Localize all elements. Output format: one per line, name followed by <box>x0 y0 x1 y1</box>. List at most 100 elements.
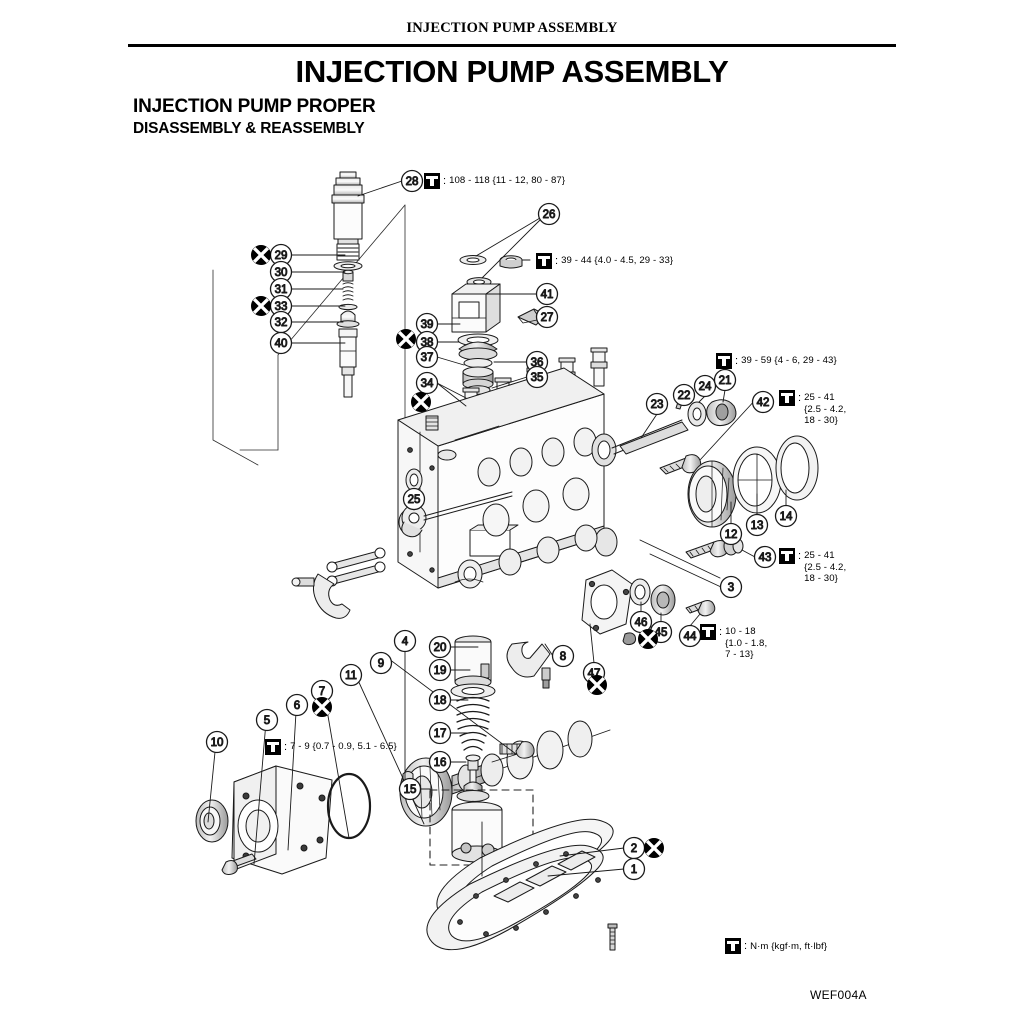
torque-colon: : <box>555 255 559 267</box>
torque-28-value: 108 - 118 {11 - 12, 80 - 87} <box>449 175 566 186</box>
callout-number: 10 <box>211 737 224 749</box>
replace-x <box>252 297 270 315</box>
callout-41[interactable]: 41 <box>535 282 559 306</box>
callout-2[interactable]: 2 <box>622 836 646 860</box>
callout-number: 18 <box>434 695 447 707</box>
callout-number: 27 <box>541 312 554 324</box>
callout-circle <box>400 169 424 193</box>
callout-40[interactable]: 40 <box>269 331 293 355</box>
callout-number: 25 <box>408 494 421 506</box>
callout-27[interactable]: 27 <box>535 305 559 329</box>
callout-37[interactable]: 37 <box>415 345 439 369</box>
replace-x <box>588 676 606 694</box>
replace-39-icon <box>396 329 416 349</box>
callout-16[interactable]: 16 <box>428 750 452 774</box>
callout-17[interactable]: 17 <box>428 721 452 745</box>
replace-7-icon <box>312 697 332 717</box>
torque-symbol-icon <box>700 624 716 640</box>
torque-symbol-icon <box>265 739 281 755</box>
callout-35[interactable]: 35 <box>525 365 549 389</box>
callout-12[interactable]: 12 <box>719 522 743 546</box>
callout-number: 37 <box>421 352 434 364</box>
callout-number: 15 <box>404 784 417 796</box>
callout-46[interactable]: 46 <box>629 610 653 634</box>
callout-33[interactable]: 33 <box>269 294 293 318</box>
callout-31[interactable]: 31 <box>269 277 293 301</box>
callout-19[interactable]: 19 <box>428 658 452 682</box>
callout-5[interactable]: 5 <box>255 708 279 732</box>
callout-9[interactable]: 9 <box>369 651 393 675</box>
callout-32[interactable]: 32 <box>269 310 293 334</box>
torque-colon: : <box>719 626 723 638</box>
callout-43[interactable]: 43 <box>753 545 777 569</box>
callout-1[interactable]: 1 <box>622 857 646 881</box>
callout-22[interactable]: 22 <box>672 383 696 407</box>
callout-number: 16 <box>434 757 447 769</box>
callout-circle <box>774 504 798 528</box>
legend-colon: : <box>744 940 748 952</box>
callout-number: 5 <box>264 715 270 727</box>
callout-number: 23 <box>651 399 664 411</box>
callout-number: 40 <box>275 338 288 350</box>
callout-39[interactable]: 39 <box>415 312 439 336</box>
callout-number: 1 <box>631 864 637 876</box>
torque-21-value: 39 - 59 {4 - 6, 29 - 43} <box>741 355 837 366</box>
callout-number: 39 <box>421 319 434 331</box>
callout-number: 28 <box>406 176 419 188</box>
torque-colon: : <box>798 392 802 404</box>
callout-circle <box>428 658 452 682</box>
callout-number: 24 <box>699 381 712 393</box>
callout-number: 36 <box>531 357 544 369</box>
replace-x <box>412 393 430 411</box>
callout-circle <box>369 651 393 675</box>
callout-number: 13 <box>751 520 764 532</box>
callout-number: 19 <box>434 665 447 677</box>
callout-42[interactable]: 42 <box>751 390 775 414</box>
torque-symbol-icon <box>536 253 552 269</box>
callout-circle <box>719 522 743 546</box>
torque-26-value: 39 - 44 {4.0 - 4.5, 29 - 33} <box>561 255 674 266</box>
callout-number: 22 <box>678 390 691 402</box>
torque-42-value: 25 - 41 {2.5 - 4.2, 18 - 30} <box>804 392 847 426</box>
callout-26[interactable]: 26 <box>537 202 561 226</box>
callout-circle <box>525 365 549 389</box>
callout-number: 30 <box>275 267 288 279</box>
callout-44[interactable]: 44 <box>678 624 702 648</box>
callout-circle <box>645 392 669 416</box>
callout-number: 43 <box>759 552 772 564</box>
callout-34[interactable]: 34 <box>415 371 439 395</box>
callout-4[interactable]: 4 <box>393 629 417 653</box>
callout-11[interactable]: 11 <box>339 663 363 687</box>
callout-8[interactable]: 8 <box>551 644 575 668</box>
callout-number: 14 <box>780 511 793 523</box>
callout-3[interactable]: 3 <box>719 575 743 599</box>
callout-14[interactable]: 14 <box>774 504 798 528</box>
callout-circle <box>537 202 561 226</box>
callout-10[interactable]: 10 <box>205 730 229 754</box>
callout-18[interactable]: 18 <box>428 688 452 712</box>
callout-number: 6 <box>294 700 300 712</box>
torque-42: :25 - 41 {2.5 - 4.2, 18 - 30} <box>779 390 846 427</box>
replace-x <box>313 698 331 716</box>
callout-30[interactable]: 30 <box>269 260 293 284</box>
callout-number: 32 <box>275 317 288 329</box>
callout-number: 20 <box>434 642 447 654</box>
torque-symbol-icon <box>779 390 795 406</box>
callout-15[interactable]: 15 <box>398 777 422 801</box>
callout-6[interactable]: 6 <box>285 693 309 717</box>
callout-25[interactable]: 25 <box>402 487 426 511</box>
callout-13[interactable]: 13 <box>745 513 769 537</box>
callout-20[interactable]: 20 <box>428 635 452 659</box>
callout-21[interactable]: 21 <box>713 368 737 392</box>
callout-28[interactable]: 28 <box>400 169 424 193</box>
callout-number: 11 <box>345 670 357 682</box>
replace-47-icon <box>587 675 607 695</box>
callout-number: 46 <box>635 617 648 629</box>
callout-circle <box>428 750 452 774</box>
callout-29[interactable]: 29 <box>269 243 293 267</box>
callout-circle <box>535 305 559 329</box>
callout-24[interactable]: 24 <box>693 374 717 398</box>
callout-circle <box>622 857 646 881</box>
callout-23[interactable]: 23 <box>645 392 669 416</box>
